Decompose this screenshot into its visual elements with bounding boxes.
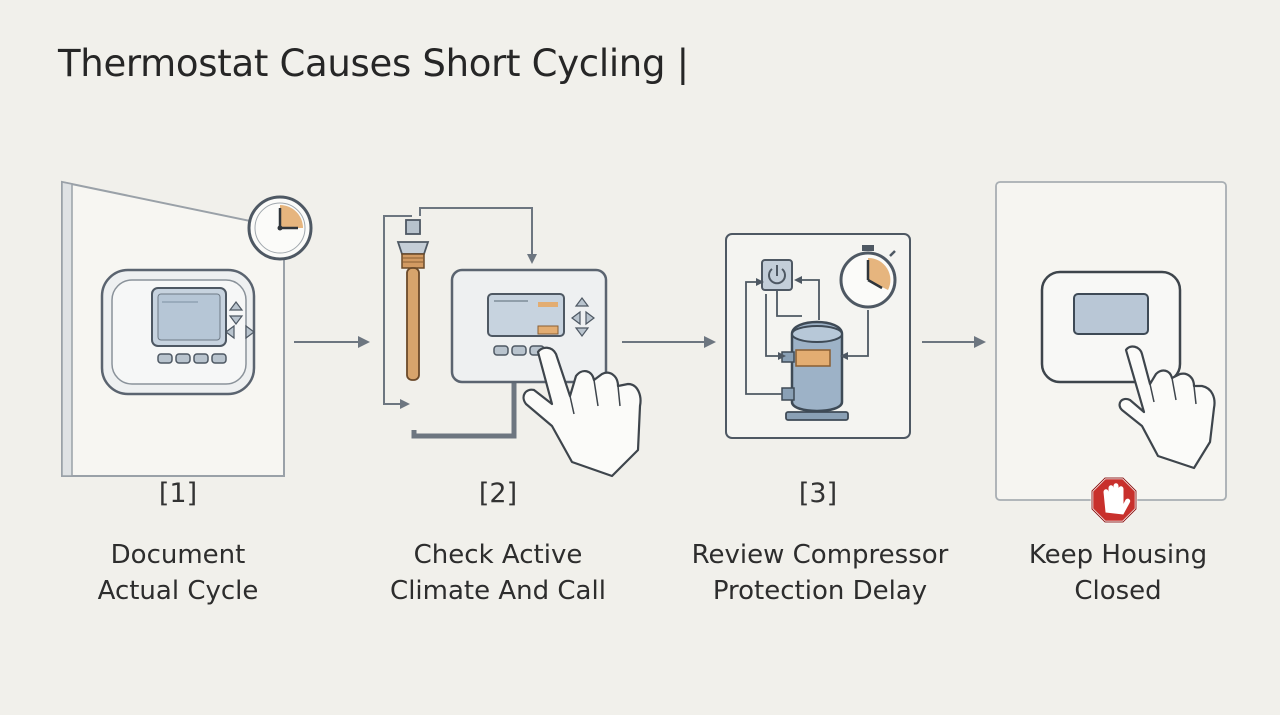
step-4-illustration [994, 180, 1230, 526]
wall-thermostat-icon [100, 268, 256, 396]
step-2-label-line1: Check Active [413, 540, 583, 570]
step-3-label-line2: Protection Delay [712, 576, 928, 606]
flow-arrow-1 [292, 334, 372, 354]
power-icon [761, 259, 793, 291]
step-3-label: Review Compressor Protection Delay [670, 537, 970, 609]
step-1-label-line1: Document [110, 540, 246, 570]
flow-arrow-3 [920, 334, 990, 354]
step-3-label-line1: Review Compressor [691, 540, 949, 570]
step-2-label: Check Active Climate And Call [348, 537, 648, 609]
step-1-number: [1] [158, 478, 198, 509]
page-title: Thermostat Causes Short Cycling | [58, 42, 689, 85]
step-4-label-line1: Keep Housing [1028, 540, 1208, 570]
closed-thermostat-housing-icon [1040, 270, 1182, 384]
compressor-icon [781, 320, 849, 421]
step-1-label: Document Actual Cycle [28, 537, 328, 609]
step-2-number: [2] [478, 478, 518, 509]
step-2-label-line2: Climate And Call [390, 576, 606, 606]
temperature-sensor-icon [396, 219, 430, 381]
step-4-label-line2: Closed [1074, 576, 1162, 606]
step-1-illustration [58, 178, 320, 483]
stopwatch-icon [839, 245, 897, 309]
pointing-hand-icon [1118, 345, 1216, 470]
step-3-number: [3] [798, 478, 838, 509]
step-4-label: Keep Housing Closed [968, 537, 1268, 609]
stop-hand-icon [1090, 476, 1138, 524]
step-3-illustration [724, 232, 914, 442]
pointing-hand-icon [522, 346, 642, 478]
step-1-label-line2: Actual Cycle [97, 576, 259, 606]
clock-icon [247, 195, 313, 261]
step-2-illustration [376, 200, 656, 480]
flow-arrow-2 [620, 334, 720, 354]
programmable-thermostat-icon [450, 268, 608, 384]
